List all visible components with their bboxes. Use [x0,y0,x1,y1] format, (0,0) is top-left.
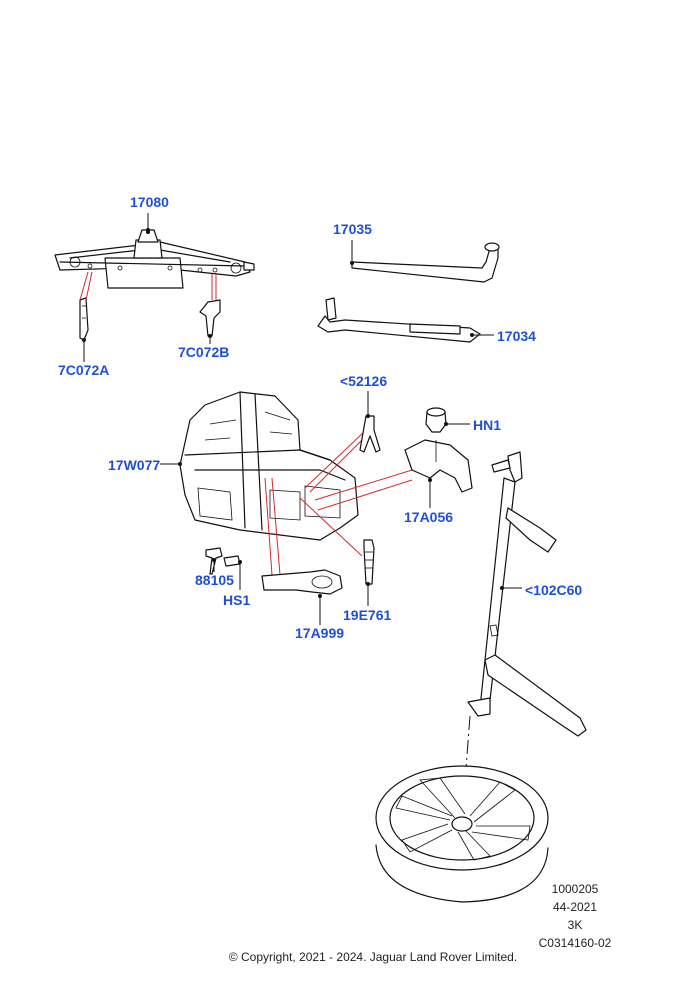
bracket-17a056 [404,439,473,493]
ref-line-3: 3K [567,918,583,932]
foam-tray [179,391,359,541]
bracket-7c072a [79,297,89,341]
ref-line-1: 1000205 [551,882,599,896]
spare-wheel-retainer [467,451,587,737]
ref-line-4: C0314160-02 [538,936,612,950]
label-hs1: HS1 [223,592,250,608]
bracket-7c072b [199,299,221,337]
scissor-jack [54,229,255,289]
label-102c60: <102C60 [525,582,582,598]
label-88105: 88105 [195,572,234,588]
wheel-brace [351,242,500,283]
jack-handle [317,297,481,343]
label-17w077: 17W077 [108,457,160,473]
label-17035: 17035 [333,221,372,237]
label-7c072a: 7C072A [58,362,109,378]
spare-wheel [375,765,549,903]
fastener-hs1 [223,555,241,567]
nut-hn1 [425,407,447,433]
tow-eye [261,569,343,595]
label-52126: <52126 [340,373,387,389]
reference-block: 1000205 44-2021 3K C0314160-02 [512,880,632,952]
stud-19e761 [363,539,375,585]
label-7c072b: 7C072B [178,344,229,360]
ref-line-2: 44-2021 [552,900,598,914]
label-17080: 17080 [130,194,169,210]
label-17034: 17034 [497,328,536,344]
copyright-notice: © Copyright, 2021 - 2024. Jaguar Land Ro… [228,950,518,964]
label-17a999: 17A999 [295,625,344,641]
label-19e761: 19E761 [343,607,391,623]
tool-52126 [359,415,381,453]
label-17a056: 17A056 [404,509,453,525]
label-hn1: HN1 [473,417,501,433]
